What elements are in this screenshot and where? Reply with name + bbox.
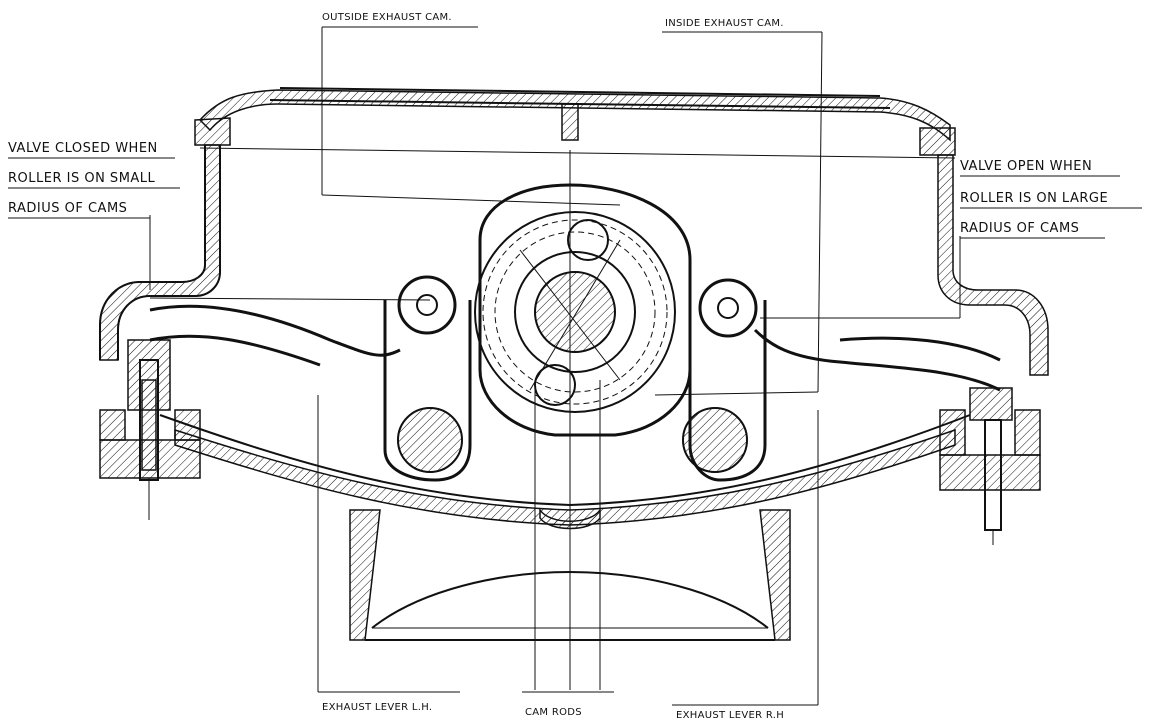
- casing-cover: [194, 87, 956, 156]
- label-underlines: [8, 157, 1142, 239]
- label-cam-rods: CAM RODS: [525, 707, 582, 718]
- label-exhaust-lever-rh: EXHAUST LEVER R.H: [676, 710, 784, 721]
- bottom-casing: [159, 414, 971, 641]
- left-exhaust-lever: [149, 275, 472, 482]
- right-valve-assembly: [939, 387, 1041, 545]
- left-valve-assembly: [99, 339, 201, 520]
- label-exhaust-lever-lh: EXHAUST LEVER L.H.: [322, 702, 432, 713]
- central-cam: [474, 150, 692, 690]
- label-valve-open-1: VALVE OPEN WHEN: [960, 159, 1092, 174]
- leader-lines: [149, 26, 961, 706]
- label-valve-closed-2: ROLLER IS ON SMALL: [8, 171, 156, 186]
- labels: OUTSIDE EXHAUST CAM. INSIDE EXHAUST CAM.…: [8, 12, 1108, 721]
- casing-walls: [99, 144, 1049, 376]
- label-inside-exhaust-cam: INSIDE EXHAUST CAM.: [665, 18, 784, 29]
- label-valve-closed-1: VALVE CLOSED WHEN: [8, 141, 158, 156]
- right-exhaust-lever: [682, 278, 1001, 482]
- label-valve-open-2: ROLLER IS ON LARGE: [960, 191, 1108, 206]
- label-valve-closed-3: RADIUS OF CAMS: [8, 201, 127, 216]
- label-valve-open-3: RADIUS OF CAMS: [960, 221, 1079, 236]
- label-outside-exhaust-cam: OUTSIDE EXHAUST CAM.: [322, 12, 452, 23]
